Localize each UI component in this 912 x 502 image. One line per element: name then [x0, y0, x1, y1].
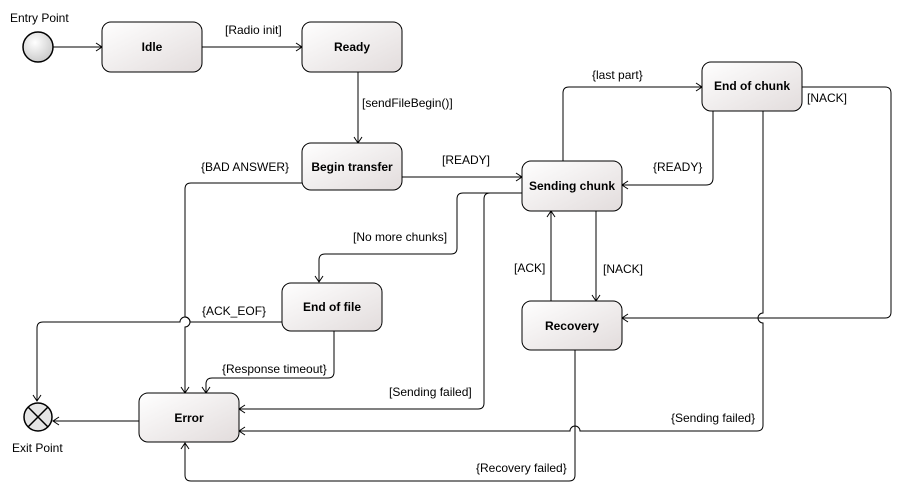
state-error-label: Error — [174, 411, 204, 425]
label-ready-chunk: {READY} — [653, 160, 702, 174]
state-ready-label: Ready — [334, 40, 370, 54]
label-no-more-chunks: [No more chunks] — [353, 230, 447, 244]
state-idle: Idle — [101, 21, 203, 73]
edge-endchunk-recovery — [622, 86, 892, 319]
state-sending-chunk: Sending chunk — [521, 160, 623, 212]
edges — [32, 42, 892, 482]
label-nack-chunk: [NACK] — [807, 91, 847, 105]
label-ready-begin: [READY] — [442, 153, 490, 167]
label-radio-init: [Radio init] — [225, 23, 282, 37]
state-recovery-label: Recovery — [545, 319, 599, 333]
label-ack: [ACK] — [514, 261, 545, 275]
label-recovery-failed: {Recovery failed} — [476, 461, 567, 475]
edge-endchunk-error — [239, 111, 764, 432]
state-ready: Ready — [301, 21, 403, 73]
transition-labels: [Radio init] [sendFileBegin()] [READY] {… — [201, 23, 847, 475]
state-error: Error — [138, 392, 240, 443]
label-last-part: {last part} — [592, 68, 643, 82]
state-end-of-chunk-label: End of chunk — [714, 79, 790, 93]
edge-sending-eof — [318, 192, 522, 282]
entry-point-icon — [22, 31, 54, 63]
label-nack: [NACK] — [603, 262, 643, 276]
state-begin-transfer-label: Begin transfer — [311, 160, 393, 174]
state-end-of-chunk: End of chunk — [701, 61, 803, 112]
state-recovery: Recovery — [521, 300, 623, 351]
state-idle-label: Idle — [142, 40, 163, 54]
label-sending-failed-1: [Sending failed] — [389, 385, 472, 399]
state-end-of-file-label: End of file — [303, 300, 361, 314]
state-end-of-file: End of file — [281, 282, 383, 332]
edge-sending-endchunk — [562, 86, 702, 161]
exit-point-label: Exit Point — [12, 441, 63, 455]
entry-point: Entry Point — [10, 11, 69, 63]
edge-sending-error — [239, 192, 522, 410]
entry-point-label: Entry Point — [10, 11, 69, 25]
label-bad-answer: {BAD ANSWER} — [201, 160, 289, 174]
label-response-timeout: {Response timeout} — [222, 362, 327, 376]
label-ack-eof: {ACK_EOF} — [202, 304, 266, 318]
edge-endchunk-sending — [622, 111, 714, 186]
edge-eof-exit — [36, 316, 282, 401]
edge-recovery-error — [184, 350, 576, 482]
state-begin-transfer: Begin transfer — [301, 142, 403, 191]
exit-point: Exit Point — [12, 402, 63, 455]
label-sending-failed-2: {Sending failed} — [671, 411, 755, 425]
edge-eof-error — [205, 331, 335, 393]
label-send-file-begin: [sendFileBegin()] — [362, 96, 453, 110]
state-sending-chunk-label: Sending chunk — [529, 179, 615, 193]
